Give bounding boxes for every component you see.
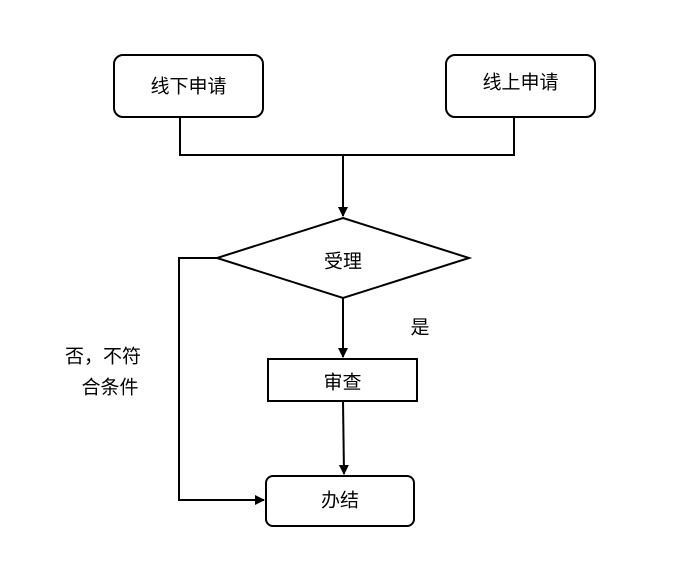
edge-label-no-line1: 否，不符 [65,346,141,368]
node-complete-box [265,475,415,527]
node-complete: 办结 [265,475,415,527]
node-online-apply: 线上申请 [445,54,596,118]
arrow-review-to-complete [338,400,349,475]
edge-label-no-line2: 合条件 [81,377,138,399]
node-offline-apply-label: 线下申请 [150,76,226,98]
node-online-apply-label: 线上申请 [482,72,558,94]
node-offline-apply: 线下申请 [113,54,264,118]
merge-connector [179,117,515,156]
node-review: 审查 [267,358,418,402]
node-online-apply-box [445,54,596,118]
node-review-label: 审查 [323,372,361,394]
arrow-reject-to-complete [178,257,265,505]
node-offline-apply-box [113,54,264,118]
node-accept: 受理 [213,216,473,300]
node-accept-label: 受理 [324,251,362,273]
edge-label-yes: 是 [410,317,429,339]
node-review-box [267,358,418,402]
node-complete-label: 办结 [321,490,359,512]
